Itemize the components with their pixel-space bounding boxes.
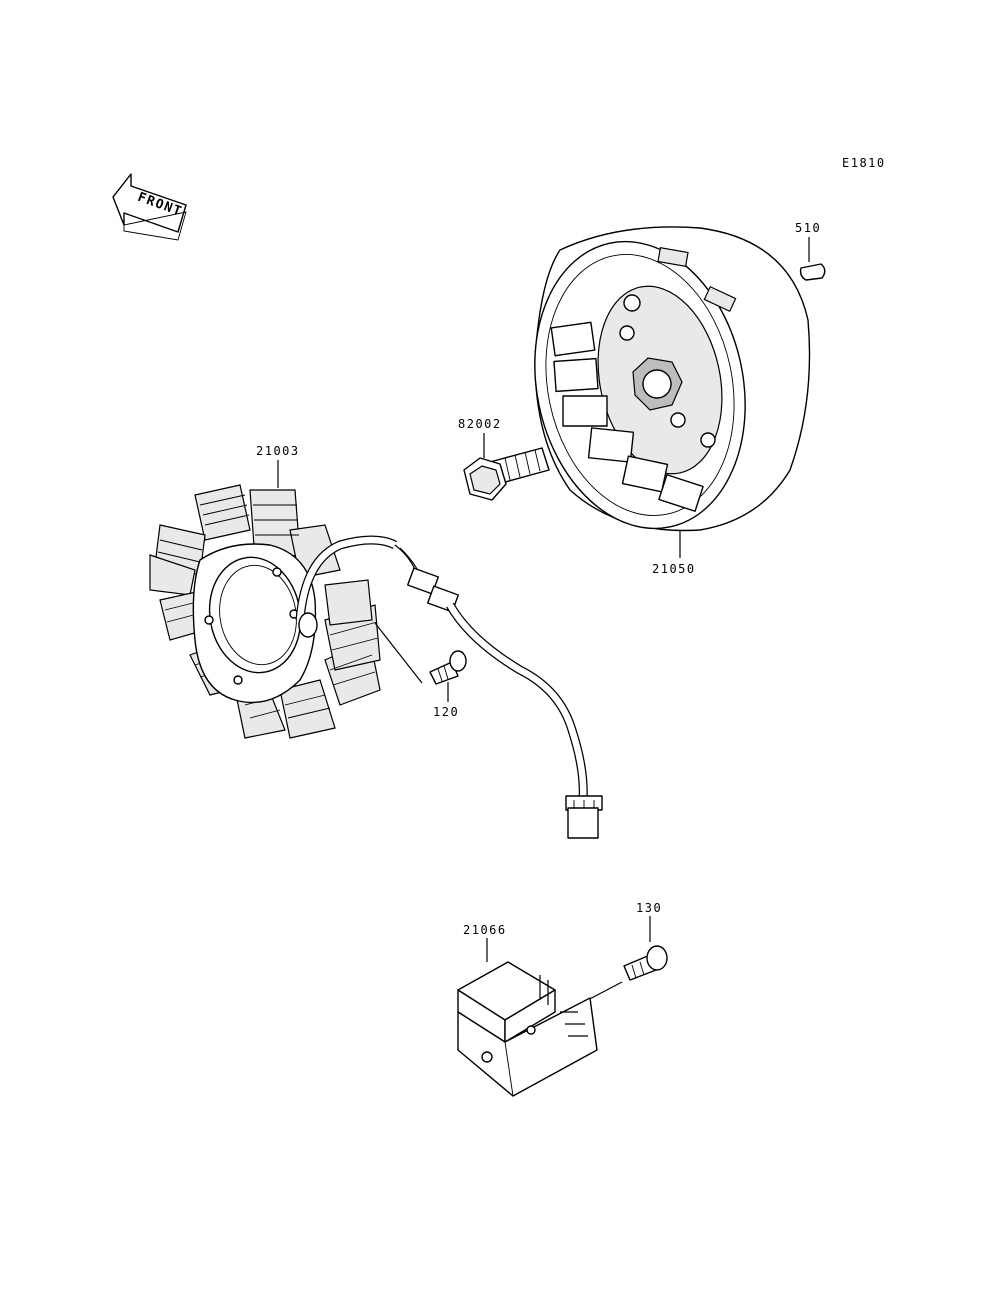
stator-screw — [374, 622, 467, 702]
front-arrow-icon: FRONT — [112, 173, 187, 241]
stator-coil — [149, 460, 427, 739]
callout-510: 510 — [795, 221, 821, 235]
woodruff-key — [799, 237, 826, 281]
regulator-rectifier — [457, 938, 598, 1097]
callout-21066: 21066 — [463, 923, 507, 937]
callout-21003: 21003 — [256, 444, 300, 458]
regulator-screw — [564, 916, 668, 1013]
stator-lead-connector — [407, 567, 603, 839]
callout-82002: 82002 — [458, 417, 502, 431]
flywheel-rotor — [534, 226, 811, 558]
diagram-code: E1810 — [842, 156, 886, 170]
callout-130: 130 — [636, 901, 662, 915]
callout-21050: 21050 — [652, 562, 696, 576]
callout-120: 120 — [433, 705, 459, 719]
flywheel-bolt — [463, 433, 550, 501]
